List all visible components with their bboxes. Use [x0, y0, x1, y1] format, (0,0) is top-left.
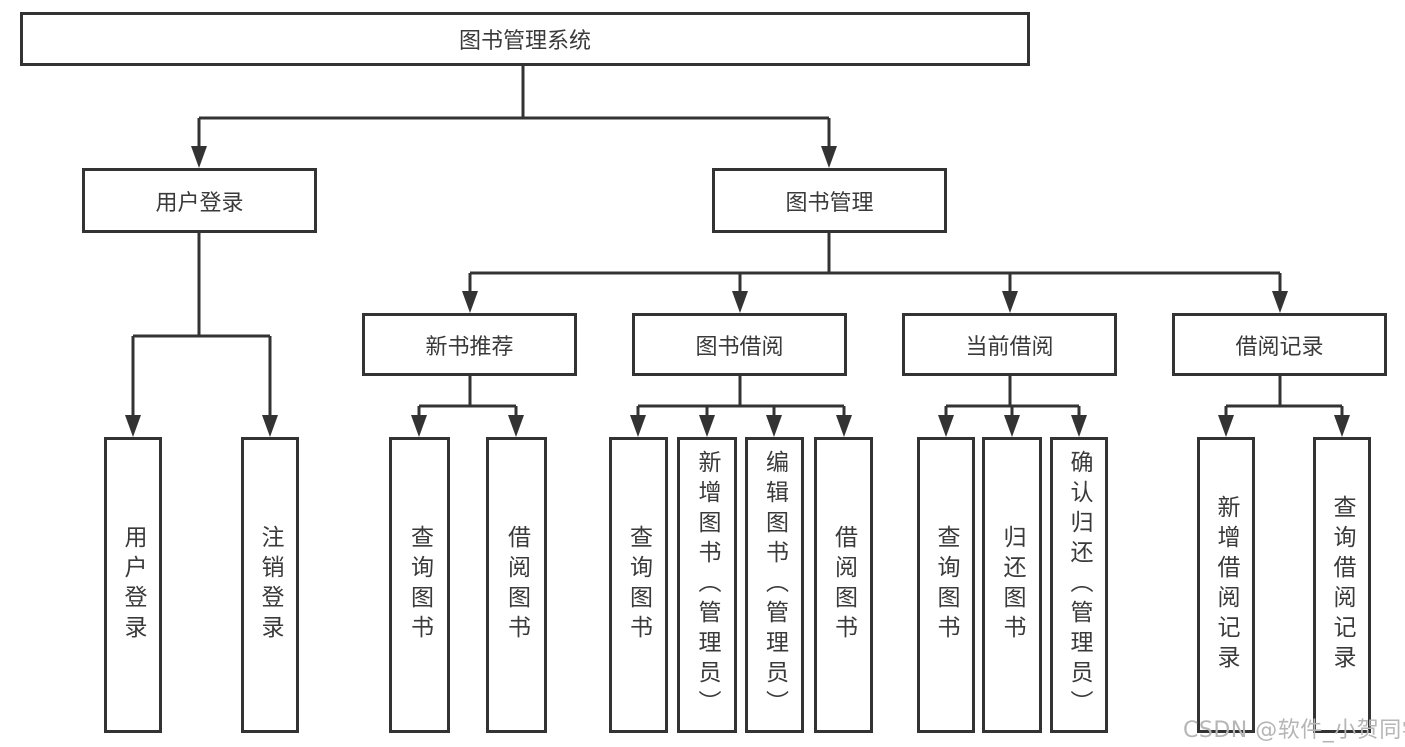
- arrow-down-icon: [1071, 415, 1087, 437]
- node-leaf-borrow-book-1: 借阅图书: [486, 437, 547, 733]
- node-leaf-query-book-3: 查询图书: [917, 437, 975, 733]
- arrow-down-icon: [766, 415, 782, 437]
- arrow-down-icon: [125, 415, 141, 437]
- node-book-management: 图书管理: [712, 168, 947, 233]
- node-label: 当前借阅: [965, 334, 1054, 360]
- node-label: 图书管理系统: [458, 29, 591, 54]
- node-leaf-query-book-2: 查询图书: [609, 437, 668, 733]
- node-label: 查询图书: [933, 525, 959, 645]
- arrow-down-icon: [1002, 291, 1018, 313]
- node-leaf-query-book-1: 查询图书: [389, 437, 450, 733]
- node-leaf-return-book: 归还图书: [982, 437, 1042, 733]
- node-label: 新增借阅记录: [1213, 495, 1239, 675]
- node-leaf-query-borrow-record: 查询借阅记录: [1313, 437, 1371, 733]
- node-label: 图书借阅: [695, 334, 784, 360]
- node-label: 编辑图书（管理员）: [761, 450, 788, 720]
- node-user-login: 用户登录: [82, 168, 317, 233]
- arrow-down-icon: [699, 415, 715, 437]
- node-label: 用户登录: [155, 190, 244, 216]
- node-leaf-borrow-book-2: 借阅图书: [814, 437, 873, 733]
- node-leaf-add-borrow-record: 新增借阅记录: [1197, 437, 1255, 733]
- node-root: 图书管理系统: [20, 12, 1030, 66]
- arrow-down-icon: [191, 146, 207, 168]
- arrow-down-icon: [1218, 415, 1234, 437]
- node-label: 确认归还（管理员）: [1066, 450, 1092, 720]
- node-book-borrow: 图书借阅: [632, 313, 847, 376]
- arrow-down-icon: [821, 146, 837, 168]
- node-label: 借阅图书: [503, 525, 530, 645]
- arrow-down-icon: [1004, 415, 1020, 437]
- node-leaf-edit-book-admin: 编辑图书（管理员）: [745, 437, 804, 733]
- node-label: 查询图书: [406, 525, 433, 645]
- node-label: 查询图书: [625, 525, 652, 645]
- csdn-watermark: CSDN @软件_小贺同学: [1183, 718, 1405, 743]
- node-label: 用户登录: [120, 525, 146, 645]
- arrow-down-icon: [1334, 415, 1350, 437]
- connector-lines: [131, 66, 1344, 416]
- node-label: 新书推荐: [425, 334, 514, 360]
- node-label: 图书管理: [785, 190, 874, 216]
- node-current-borrow: 当前借阅: [902, 313, 1117, 376]
- node-label: 借阅记录: [1235, 334, 1324, 360]
- node-new-book-recommend: 新书推荐: [362, 313, 577, 376]
- arrow-down-icon: [508, 415, 524, 437]
- node-borrow-records: 借阅记录: [1172, 313, 1387, 376]
- arrow-down-icon: [630, 415, 646, 437]
- arrow-down-icon: [836, 415, 852, 437]
- node-leaf-confirm-return-admin: 确认归还（管理员）: [1050, 437, 1108, 733]
- node-label: 归还图书: [999, 525, 1025, 645]
- arrow-down-icon: [1272, 291, 1288, 313]
- node-leaf-add-book-admin: 新增图书（管理员）: [677, 437, 737, 733]
- arrow-down-icon: [462, 291, 478, 313]
- arrowhead-group: [125, 146, 1350, 437]
- arrow-down-icon: [411, 415, 427, 437]
- node-label: 查询借阅记录: [1329, 495, 1355, 675]
- arrow-down-icon: [262, 415, 278, 437]
- arrow-down-icon: [732, 291, 748, 313]
- node-leaf-user-login: 用户登录: [104, 437, 162, 733]
- arrow-down-icon: [938, 415, 954, 437]
- node-label: 新增图书（管理员）: [694, 450, 720, 720]
- node-label: 借阅图书: [830, 525, 857, 645]
- node-label: 注销登录: [257, 525, 283, 645]
- node-leaf-logout: 注销登录: [241, 437, 299, 733]
